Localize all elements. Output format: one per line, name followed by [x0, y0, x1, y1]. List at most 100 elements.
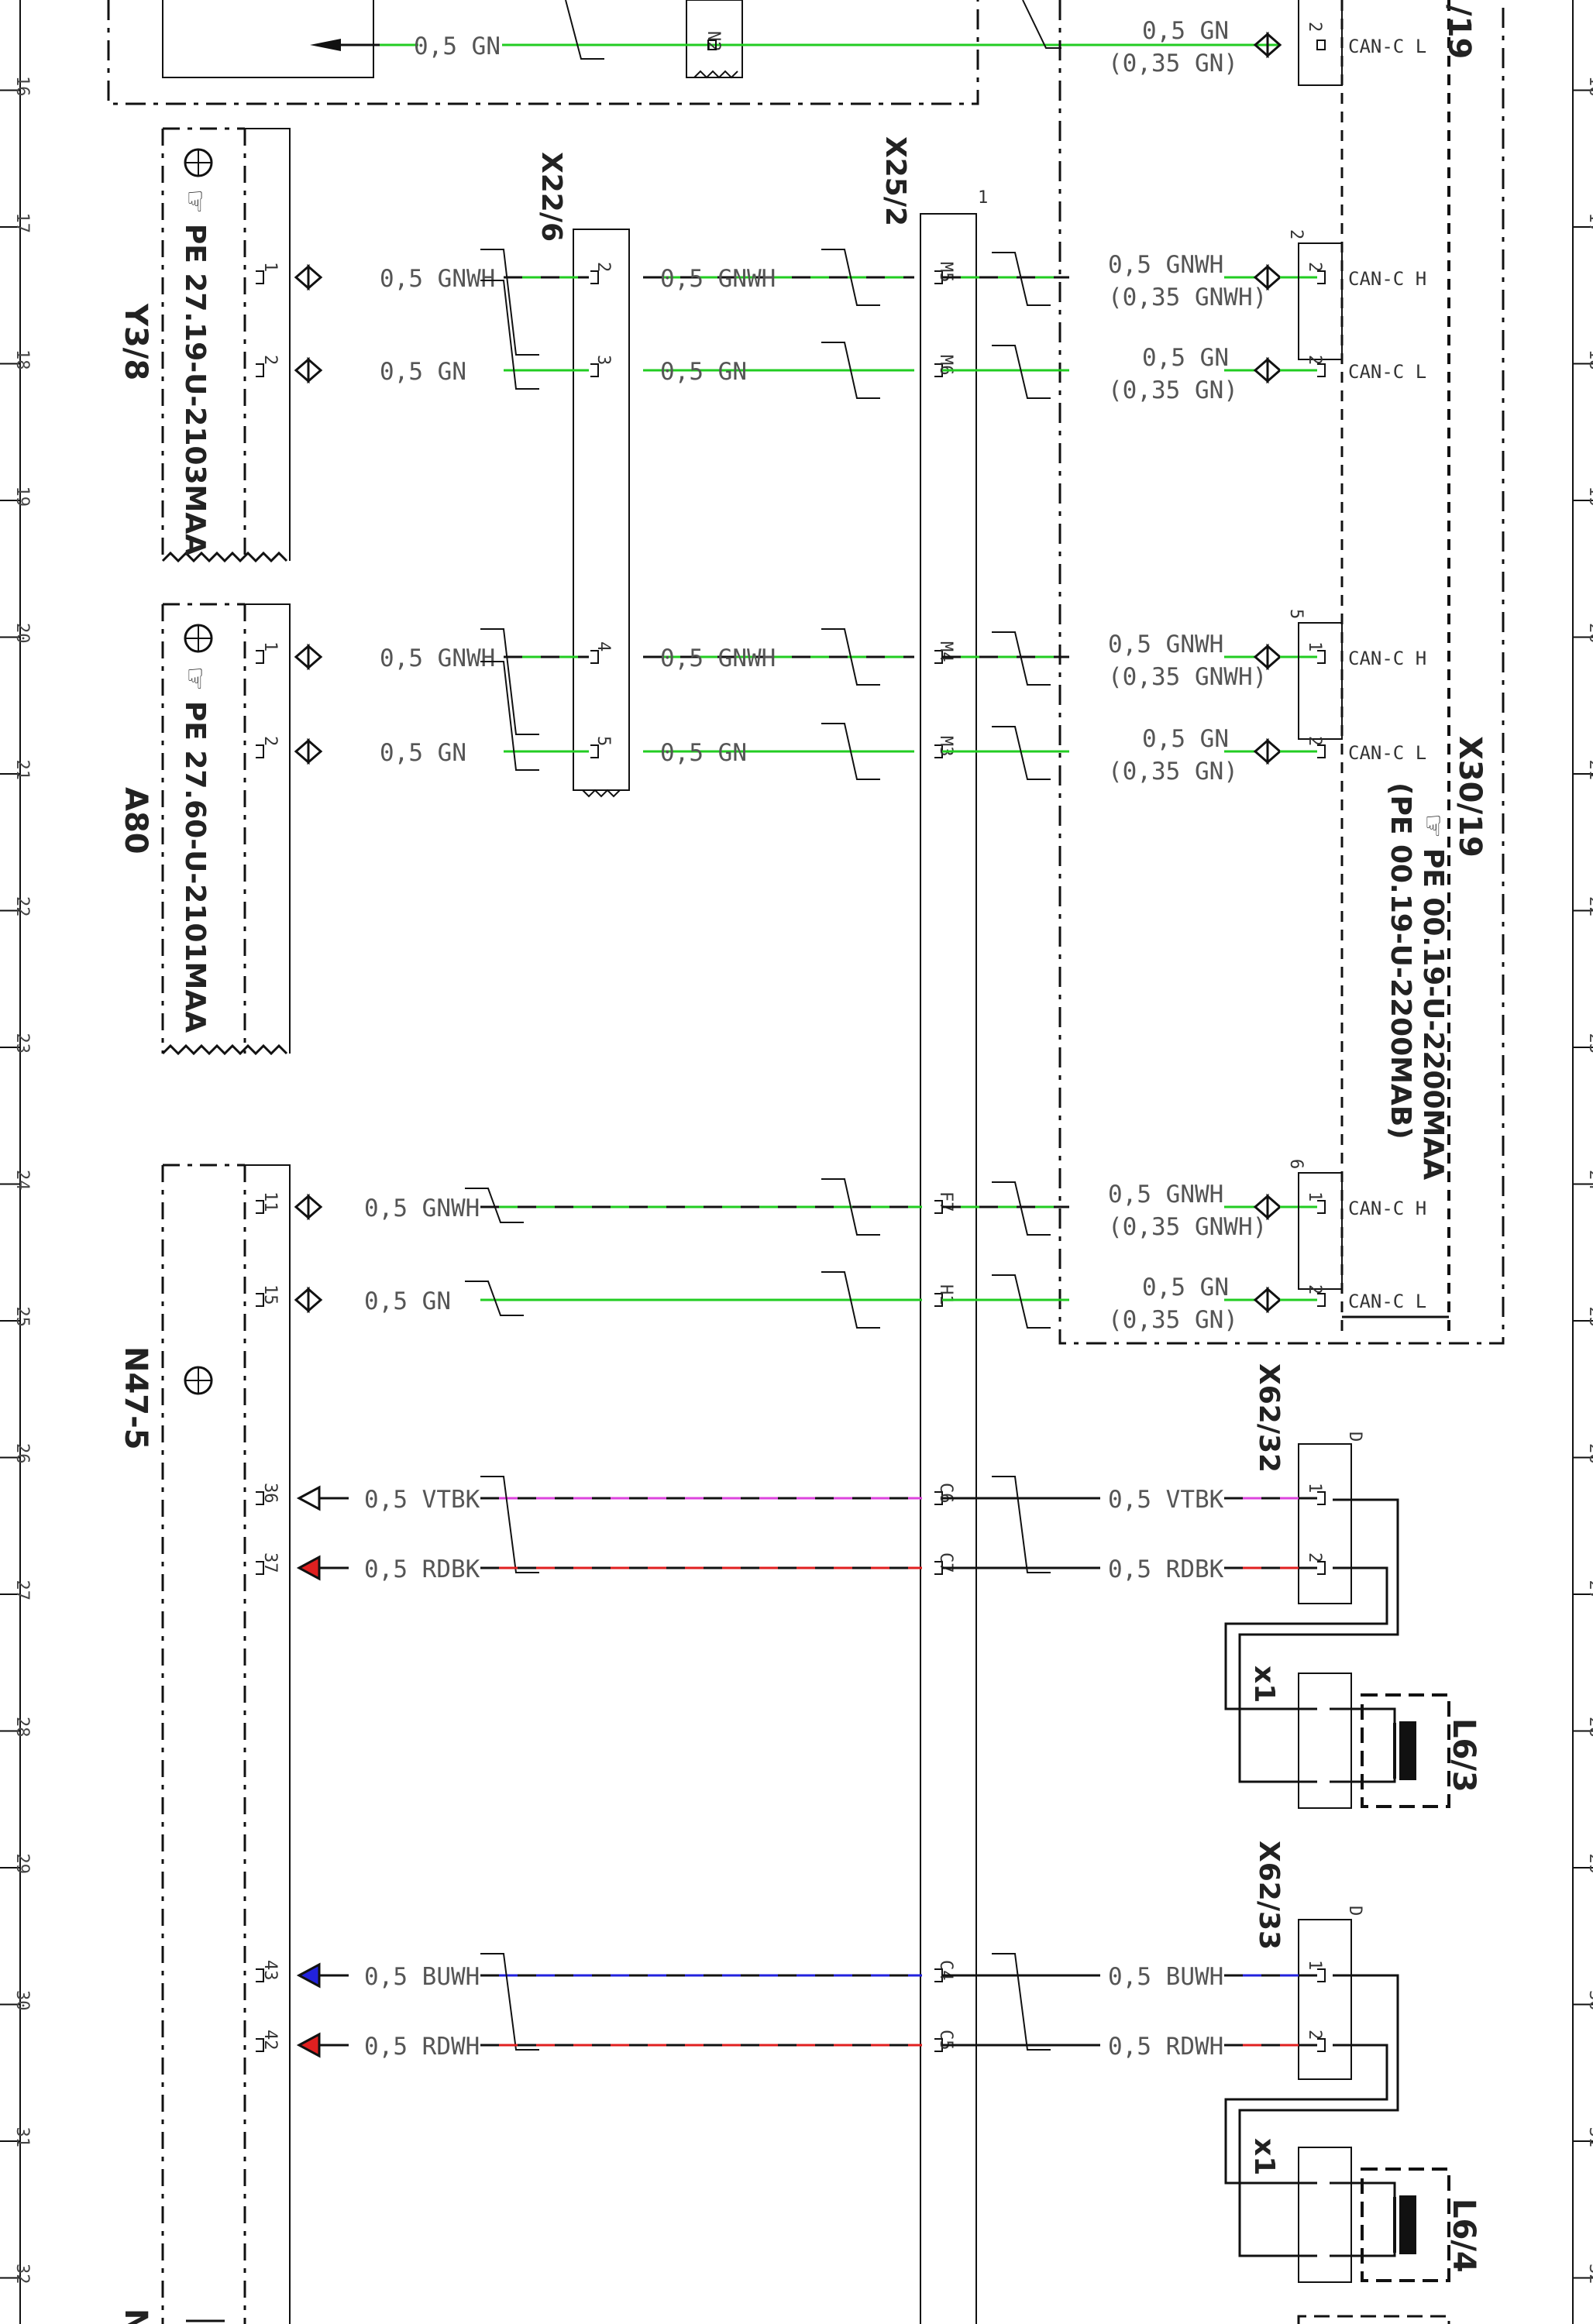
a80-ref: ☞ PE 27.60-U-2101MAA: [179, 666, 211, 1033]
x62-32-box: [1298, 1443, 1352, 1604]
x30-19-box: [1058, 0, 1505, 1345]
pin-1: [1317, 650, 1326, 664]
wire-label-alt: (0,35 GN): [1108, 1306, 1238, 1334]
wire-label: 0,5 GNWH: [380, 265, 495, 293]
ruler-label: 19: [12, 486, 32, 507]
twist-marker: [821, 723, 880, 780]
wire-label: 0,5 RDBK: [364, 1556, 480, 1583]
twist-marker: [992, 1953, 1051, 2051]
ruler-label: 31: [1585, 2127, 1593, 2148]
twist-marker: [992, 252, 1051, 306]
pin-label: H1: [936, 1284, 955, 1305]
pin-label: C4: [936, 1960, 955, 1981]
twist-marker: [992, 345, 1051, 399]
pin-label: 2: [1305, 1284, 1324, 1294]
x25-2-box: [920, 213, 977, 2324]
wire-label-alt: (0,35 GN): [1108, 376, 1238, 404]
l6-3-conn-box: [1298, 1673, 1352, 1809]
wire-label: 0,5 GNWH: [660, 265, 776, 293]
pin-label: N2: [704, 31, 723, 52]
x62-33-name: X62/33: [1253, 1841, 1285, 1950]
pin-label: 37: [260, 1552, 280, 1573]
pin-label: 15: [260, 1284, 280, 1305]
ground-symbol: [186, 626, 211, 651]
wire-label: 0,5 RDWH: [1108, 2033, 1223, 2061]
left-ruler: [19, 0, 1574, 2324]
twist-marker: [992, 631, 1051, 686]
pin-label: 1: [1305, 641, 1324, 651]
pin-2: [1317, 744, 1326, 758]
pin-label: M5: [936, 262, 955, 283]
twist-marker: [480, 249, 539, 356]
connector-diamond: [294, 263, 323, 291]
twist-marker: [992, 726, 1051, 780]
pin-n2: [707, 40, 717, 50]
x62-33-pin-top: D: [1345, 1906, 1364, 1916]
pin-label: 2: [1286, 229, 1306, 239]
ruler-label: 24: [1585, 1170, 1593, 1191]
pin-label: 1: [260, 262, 280, 272]
pin-5: [590, 744, 599, 758]
connector-diamond: [1253, 737, 1282, 765]
wire-label: 0,5 GNWH: [380, 645, 495, 672]
pin-4: [590, 650, 599, 664]
pin-label: 3: [594, 355, 613, 365]
ruler-label: 16: [12, 76, 32, 97]
twist-marker: [480, 1476, 539, 1573]
pin-label: 2: [1305, 1552, 1324, 1563]
signal-label: CAN-C H: [1348, 268, 1426, 290]
y3-8-ref: ☞ PE 27.19-U-2103MAA: [179, 189, 211, 555]
pin-label: 36: [260, 1483, 280, 1504]
twist-marker: [992, 1476, 1051, 1573]
l6-4-box: [1361, 2168, 1450, 2282]
wire-label: 0,5 BUWH: [364, 1963, 480, 1991]
ruler-label: 30: [12, 1990, 32, 2011]
signal-label: CAN-C L: [1348, 1291, 1426, 1312]
ruler-label: 21: [12, 760, 32, 781]
connector-diamond: [294, 1286, 323, 1314]
pin-label: 2: [1305, 22, 1324, 32]
x30-19-name: X30/19: [1452, 736, 1488, 858]
n-bottom-name: N: [118, 2309, 153, 2324]
x22-6-name: X22/6: [535, 152, 567, 242]
pin-label: 2: [1305, 736, 1324, 746]
connector-diamond: [1253, 263, 1282, 291]
ruler-label: 22: [1585, 896, 1593, 917]
pin-label: 42: [260, 2030, 280, 2051]
pin-1: [1317, 1968, 1326, 1982]
x30-19-pin-group: [1298, 242, 1343, 360]
pin-label: M3: [936, 736, 955, 757]
ruler-label: 25: [1585, 1307, 1593, 1328]
twist-marker: [465, 1281, 524, 1316]
ruler-label: 28: [1585, 1717, 1593, 1738]
ground-symbol: [184, 624, 213, 653]
twist-marker: [480, 1953, 539, 2051]
pin-1: [1317, 1200, 1326, 1214]
ruler-label: 17: [1585, 213, 1593, 234]
connector-diamond: [1253, 643, 1282, 671]
x62-32-pin-top: D: [1345, 1432, 1364, 1442]
l6-3-conn: x1: [1248, 1666, 1280, 1703]
x25-2-pin-top: 1: [978, 188, 988, 208]
pin-label: C5: [936, 2030, 955, 2051]
ruler-label: 32: [12, 2264, 32, 2284]
twist-marker: [821, 628, 880, 686]
pin-label: 2: [260, 355, 280, 365]
pin-2: [1317, 2038, 1326, 2052]
a80-box: [161, 603, 291, 1056]
pin-label: 4: [594, 641, 613, 651]
signal-label: CAN-C L: [1348, 36, 1426, 57]
pin-label: 1: [1305, 1483, 1324, 1493]
pin-label: 11: [260, 1191, 280, 1212]
signal-label: CAN-C L: [1348, 361, 1426, 383]
ground-symbol: [186, 150, 211, 175]
ground-symbol: [186, 1368, 211, 1393]
ruler-label: 16: [1585, 76, 1593, 97]
ruler-label: 18: [12, 349, 32, 370]
pin-label: 6: [1286, 1159, 1306, 1169]
pin-label: C7: [936, 1552, 955, 1573]
ruler-label: 19: [1585, 486, 1593, 507]
wire-label: 0,5 GNWH: [1108, 1181, 1223, 1208]
wire-label: 0,5 RDBK: [1108, 1556, 1224, 1583]
